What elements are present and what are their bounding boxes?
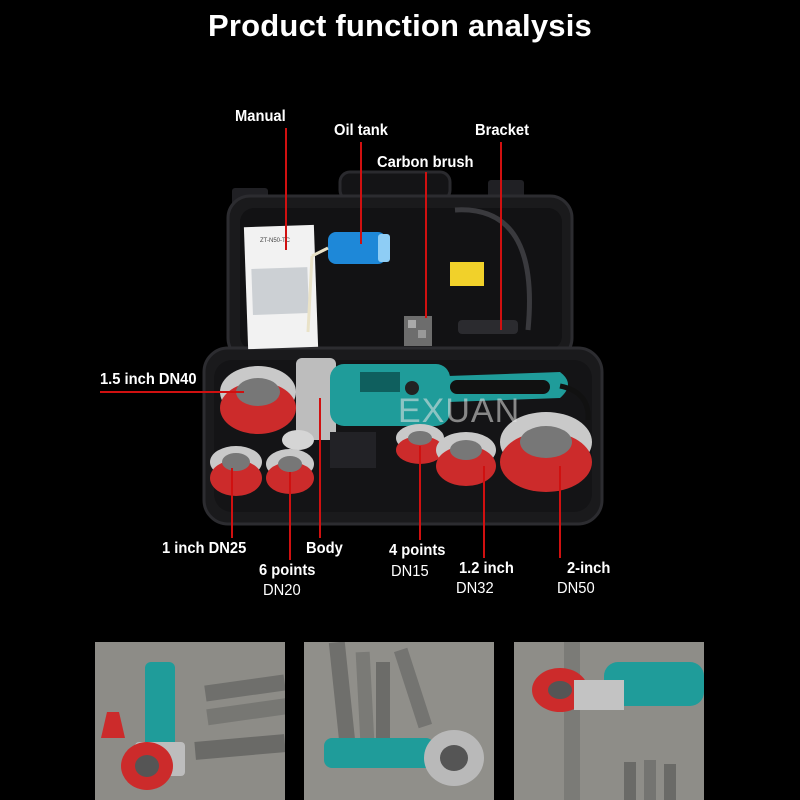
label-4-points-dn: DN15 bbox=[391, 563, 429, 580]
callout-lines bbox=[100, 128, 561, 560]
die-1-5-inch bbox=[220, 366, 296, 434]
usage-photo-right bbox=[514, 642, 704, 800]
case-lid-inner bbox=[240, 208, 562, 350]
die-2-inch bbox=[500, 412, 592, 492]
label-4-points: 4 points bbox=[389, 542, 446, 559]
label-1-5-inch: 1.5 inch DN40 bbox=[100, 371, 197, 388]
toolkit-case-illustration: ZT-N50-TC bbox=[100, 128, 604, 560]
watermark: EXUAN bbox=[398, 392, 521, 430]
bracket-tool bbox=[450, 207, 532, 334]
case-latch-right bbox=[488, 180, 524, 198]
label-6-points: 6 points bbox=[259, 562, 316, 579]
label-1-inch: 1 inch DN25 bbox=[162, 540, 247, 557]
die-1-2-inch bbox=[436, 432, 496, 486]
label-1-2-inch: 1.2 inch bbox=[459, 560, 514, 577]
page-title: Product function analysis bbox=[208, 8, 592, 43]
product-photo: ZT-N50-TC bbox=[100, 108, 611, 599]
die-1-inch bbox=[210, 446, 262, 496]
label-6-points-dn: DN20 bbox=[263, 582, 301, 599]
adapter-ring bbox=[282, 430, 314, 450]
label-oil-tank: Oil tank bbox=[334, 122, 388, 139]
usage-photo-left bbox=[95, 642, 285, 800]
manual-booklet: ZT-N50-TC bbox=[243, 224, 319, 350]
die-4-points bbox=[396, 424, 444, 464]
label-body: Body bbox=[306, 540, 343, 557]
manual-card-text: ZT-N50-TC bbox=[260, 238, 291, 244]
carbon-brush-pack bbox=[404, 316, 432, 346]
label-1-2-inch-dn: DN32 bbox=[456, 580, 494, 597]
label-2-inch: 2-inch bbox=[567, 560, 611, 577]
label-manual: Manual bbox=[235, 108, 286, 125]
label-2-inch-dn: DN50 bbox=[557, 580, 595, 597]
usage-photo-middle bbox=[304, 642, 494, 800]
label-bracket: Bracket bbox=[475, 122, 530, 139]
label-carbon-brush: Carbon brush bbox=[377, 154, 474, 171]
threader-body bbox=[296, 358, 591, 440]
oil-tank bbox=[306, 232, 390, 333]
spare-part-block bbox=[330, 432, 376, 468]
